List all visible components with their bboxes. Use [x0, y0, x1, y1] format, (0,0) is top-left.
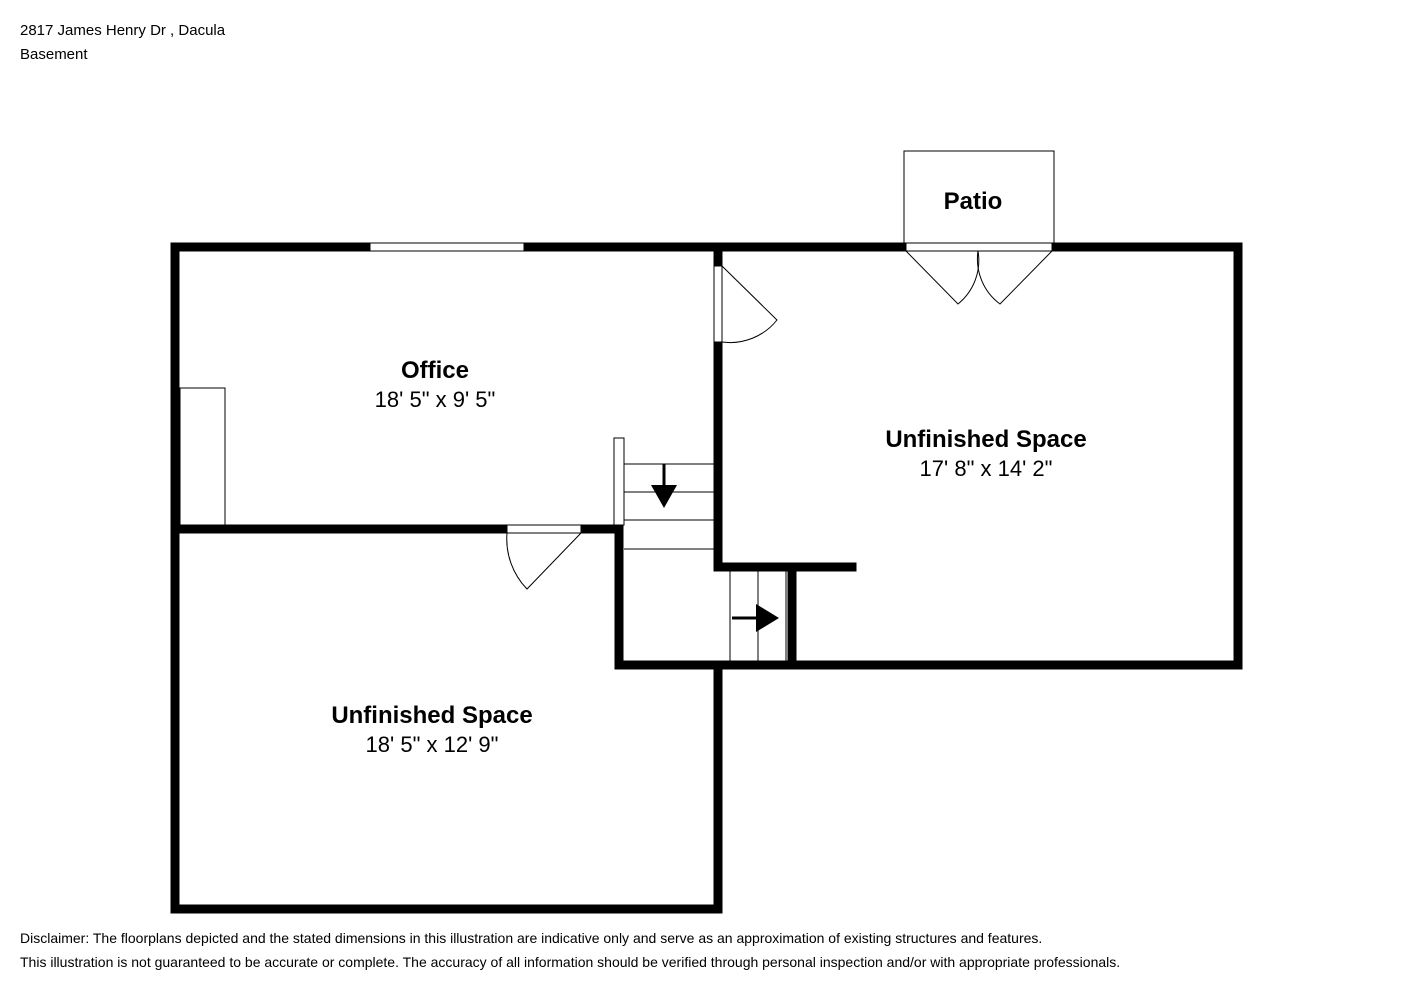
- room-dims-office: 18' 5" x 9' 5": [375, 387, 496, 412]
- room-name-unfinished-right: Unfinished Space: [885, 426, 1086, 453]
- exterior-walls: [170, 242, 1243, 914]
- room-name-unfinished-lower: Unfinished Space: [331, 702, 532, 729]
- stairs-lower: [722, 570, 788, 661]
- stair-arrow-right-icon: [732, 604, 779, 632]
- floor-level-label: Basement: [20, 46, 88, 63]
- window-openings: [369, 242, 1053, 534]
- door-swing-icon: [506, 250, 1053, 590]
- stair-arrow-down-icon: [651, 464, 677, 508]
- disclaimer-line-2: This illustration is not guaranteed to b…: [20, 954, 1121, 970]
- stairs-upper: [613, 437, 714, 550]
- room-name-office: Office: [401, 357, 469, 384]
- room-name-patio: Patio: [944, 188, 1003, 215]
- room-dims-unfinished-lower: 18' 5" x 12' 9": [366, 732, 499, 757]
- closet-outline: [179, 387, 226, 526]
- disclaimer-line-1: Disclaimer: The floorplans depicted and …: [20, 930, 1043, 946]
- property-address: 2817 James Henry Dr , Dacula: [20, 22, 226, 39]
- room-dims-unfinished-right: 17' 8" x 14' 2": [920, 456, 1053, 481]
